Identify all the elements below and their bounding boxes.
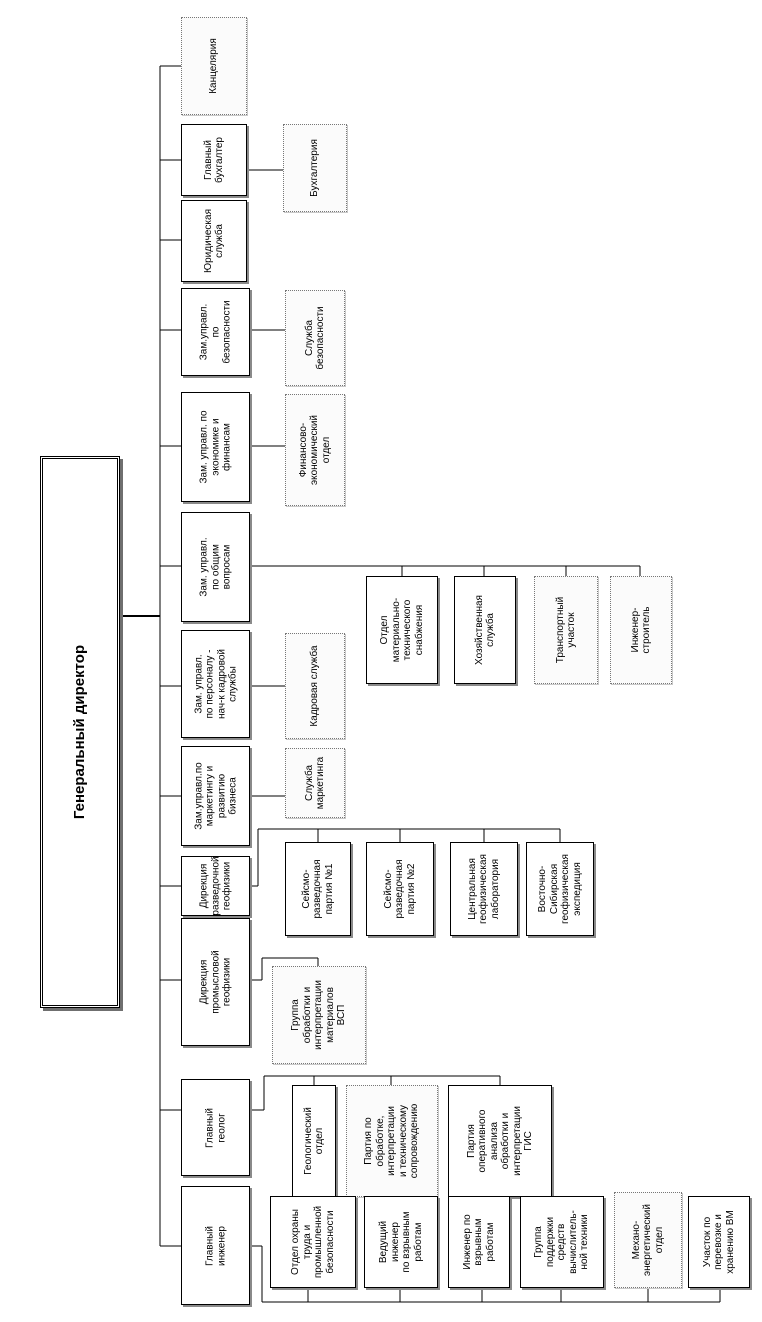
box-zam-bezopasnost[interactable]: Зам.управл. по безопасности bbox=[181, 288, 250, 376]
box-kadrovaya-sluzhba-label: Кадровая служба bbox=[309, 645, 321, 727]
box-transportny-uchastok-label: Транспортный участок bbox=[554, 596, 578, 664]
box-sluzhba-bezopasnosti[interactable]: Служба безопасности bbox=[285, 290, 345, 386]
box-partiya-operativnogo[interactable]: Партия оперативного анализа обработки и … bbox=[448, 1085, 552, 1197]
box-glavny-geolog-label: Главный геолог bbox=[204, 1107, 227, 1148]
box-gruppa-vt-label: Группа поддержки средств вычислитель- но… bbox=[533, 1210, 591, 1274]
box-glavny-geolog[interactable]: Главный геолог bbox=[181, 1079, 250, 1176]
box-sluzhba-marketinga-label: Служба маркетинга bbox=[303, 756, 327, 810]
box-gruppa-vsp-label: Группа обработки и интерпретации материа… bbox=[290, 980, 348, 1050]
box-zam-personal[interactable]: Зам. управл. по персоналу - нач-к кадров… bbox=[181, 630, 250, 738]
box-glavny-inzhener[interactable]: Главный инженер bbox=[181, 1186, 250, 1305]
box-seysmo-partiya-1-label: Сейсмо- разведочная партия №1 bbox=[300, 859, 335, 919]
box-fin-ekon-otdel[interactable]: Финансово- экономический отдел bbox=[285, 394, 345, 506]
box-partiya-obrabotki-label: Партия по обработке, интерпретации и тех… bbox=[363, 1103, 421, 1179]
box-direkciya-razvedochnoy[interactable]: Дирекция разведочной геофизики bbox=[181, 856, 250, 916]
box-seysmo-partiya-2[interactable]: Сейсмо- разведочная партия №2 bbox=[366, 842, 434, 936]
box-ohrana-truda[interactable]: Отдел охраны труда и промышленной безопа… bbox=[270, 1196, 356, 1288]
box-glavny-buhgalter[interactable]: Главный бухгалтер bbox=[181, 124, 247, 196]
box-mehano-energetichesky-label: Механо- энергетический отдел bbox=[630, 1204, 665, 1276]
box-zam-personal-label: Зам. управл. по персоналу - нач-к кадров… bbox=[192, 648, 239, 720]
box-inzhener-stroitel-label: Инженер- строитель bbox=[629, 606, 653, 654]
box-yuridicheskaya-sluzhba-label: Юридическая служба bbox=[202, 209, 226, 274]
box-kanceliariya[interactable]: Канцелярия bbox=[181, 17, 247, 115]
box-zam-bezopasnost-label: Зам.управл. по безопасности bbox=[198, 300, 233, 364]
box-mehano-energetichesky[interactable]: Механо- энергетический отдел bbox=[614, 1192, 682, 1288]
box-fin-ekon-otdel-label: Финансово- экономический отдел bbox=[297, 415, 332, 486]
box-hozyaystvennaya-sluzhba-label: Хозяйственная служба bbox=[473, 595, 497, 665]
box-centralnaya-laboratoriya-label: Центральная геофизическая лаборатория bbox=[466, 854, 501, 924]
box-inzhener-stroitel[interactable]: Инженер- строитель bbox=[610, 576, 672, 684]
box-glavny-inzhener-label: Главный инженер bbox=[204, 1225, 227, 1266]
box-sluzhba-bezopasnosti-label: Служба безопасности bbox=[303, 306, 327, 370]
box-omts-label: Отдел материально- технического снабжени… bbox=[379, 597, 425, 663]
box-partiya-obrabotki[interactable]: Партия по обработке, интерпретации и тех… bbox=[346, 1085, 438, 1197]
box-glavny-buhgalter-label: Главный бухгалтер bbox=[202, 137, 226, 183]
box-buhgalteriya-label: Бухгалтерия bbox=[309, 139, 321, 197]
box-uchastok-vm[interactable]: Участок по перевозке и хранению ВМ bbox=[688, 1196, 750, 1288]
box-direkciya-razvedochnoy-label: Дирекция разведочной геофизики bbox=[198, 856, 233, 916]
box-hozyaystvennaya-sluzhba[interactable]: Хозяйственная служба bbox=[454, 576, 516, 684]
box-zam-marketing[interactable]: Зам.управл.по маркетингу и развитию бизн… bbox=[181, 746, 250, 846]
box-direkciya-promyslovoy[interactable]: Дирекция промысловой геофизики bbox=[181, 918, 250, 1046]
box-zam-ekonomika[interactable]: Зам. управл. по экономике и финансам bbox=[181, 392, 250, 502]
box-yuridicheskaya-sluzhba[interactable]: Юридическая служба bbox=[181, 200, 247, 282]
box-ohrana-truda-label: Отдел охраны труда и промышленной безопа… bbox=[290, 1205, 336, 1279]
box-inzhener-vzryvnye[interactable]: Инженер по взрывным работам bbox=[448, 1196, 510, 1288]
box-uchastok-vm-label: Участок по перевозке и хранению ВМ bbox=[701, 1210, 736, 1274]
box-partiya-operativnogo-label: Партия оперативного анализа обработки и … bbox=[465, 1106, 535, 1176]
box-gruppa-vt[interactable]: Группа поддержки средств вычислитель- но… bbox=[520, 1196, 604, 1288]
box-omts[interactable]: Отдел материально- технического снабжени… bbox=[366, 576, 438, 684]
box-vedushchiy-inzhener[interactable]: Ведущий инженер по взрывным работам bbox=[364, 1196, 438, 1288]
general-director-box[interactable]: Генеральный директор bbox=[40, 456, 120, 1008]
box-transportny-uchastok[interactable]: Транспортный участок bbox=[534, 576, 598, 684]
box-kadrovaya-sluzhba[interactable]: Кадровая служба bbox=[285, 633, 345, 739]
box-gruppa-vsp[interactable]: Группа обработки и интерпретации материа… bbox=[272, 966, 366, 1064]
box-centralnaya-laboratoriya[interactable]: Центральная геофизическая лаборатория bbox=[450, 842, 518, 936]
box-sluzhba-marketinga[interactable]: Служба маркетинга bbox=[285, 748, 345, 818]
general-director-label: Генеральный директор bbox=[71, 644, 89, 820]
box-vedushchiy-inzhener-label: Ведущий инженер по взрывным работам bbox=[378, 1211, 424, 1273]
box-zam-ekonomika-label: Зам. управл. по экономике и финансам bbox=[198, 410, 233, 484]
box-seysmo-partiya-1[interactable]: Сейсмо- разведочная партия №1 bbox=[285, 842, 351, 936]
box-vostochno-sibirskaya[interactable]: Восточно- Сибирская геофизическая экспед… bbox=[526, 842, 594, 936]
box-geologichesky-otdel[interactable]: Геологический отдел bbox=[292, 1085, 336, 1197]
box-vostochno-sibirskaya-label: Восточно- Сибирская геофизическая экспед… bbox=[537, 854, 583, 924]
box-seysmo-partiya-2-label: Сейсмо- разведочная партия №2 bbox=[382, 859, 417, 919]
box-inzhener-vzryvnye-label: Инженер по взрывным работам bbox=[461, 1214, 496, 1270]
box-direkciya-promyslovoy-label: Дирекция промысловой геофизики bbox=[198, 950, 233, 1014]
box-buhgalteriya[interactable]: Бухгалтерия bbox=[283, 124, 347, 212]
box-geologichesky-otdel-label: Геологический отдел bbox=[302, 1107, 326, 1175]
box-kanceliariya-label: Канцелярия bbox=[208, 38, 220, 94]
box-zam-obshie-voprosy-label: Зам. управл. по общим вопросам bbox=[198, 537, 233, 597]
box-zam-obshie-voprosy[interactable]: Зам. управл. по общим вопросам bbox=[181, 512, 250, 622]
box-zam-marketing-label: Зам.управл.по маркетингу и развитию бизн… bbox=[192, 762, 239, 830]
